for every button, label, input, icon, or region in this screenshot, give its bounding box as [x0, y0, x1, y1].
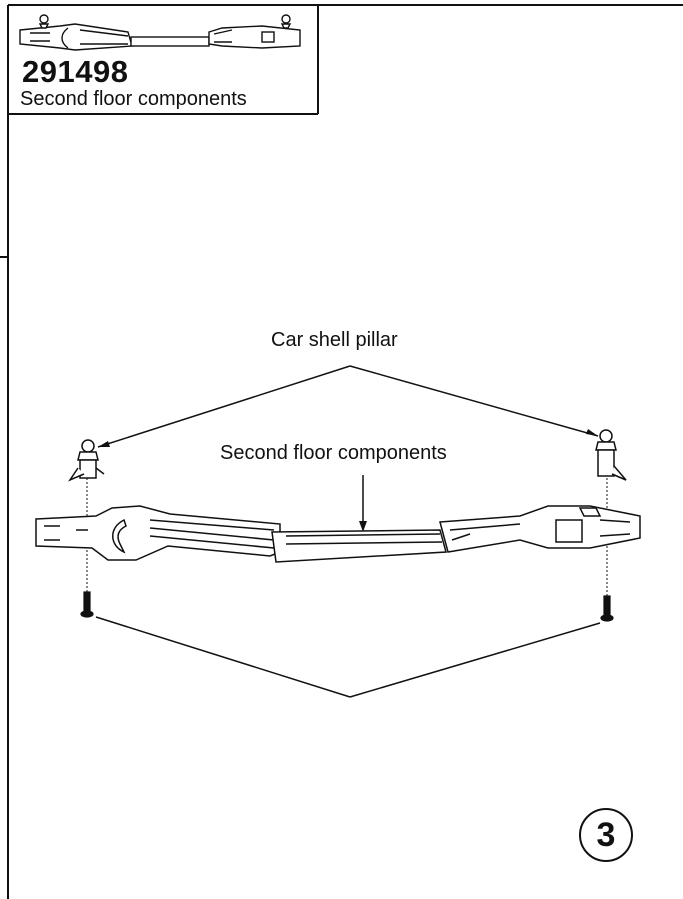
- part-number: 291498: [22, 54, 129, 89]
- floor-arrow: [359, 521, 367, 532]
- right-pillar-post: [595, 429, 627, 481]
- page-frame: [0, 4, 683, 899]
- pillar-arrow-left: [98, 441, 110, 447]
- left-pillar-post: [67, 439, 105, 482]
- left-screw: [80, 591, 94, 618]
- callout-second-floor-components: Second floor components: [220, 442, 447, 464]
- pillar-leader-lines: [97, 365, 599, 448]
- part-thumbnail: [19, 14, 301, 51]
- callout-car-shell-pillar: Car shell pillar: [271, 329, 398, 351]
- pillar-arrow-right: [586, 429, 598, 436]
- step-number-badge: 3: [579, 808, 633, 862]
- part-description: Second floor components: [20, 88, 247, 110]
- screw-leader-lines: [95, 616, 601, 698]
- right-screw: [600, 595, 614, 622]
- second-floor-component: [35, 505, 641, 563]
